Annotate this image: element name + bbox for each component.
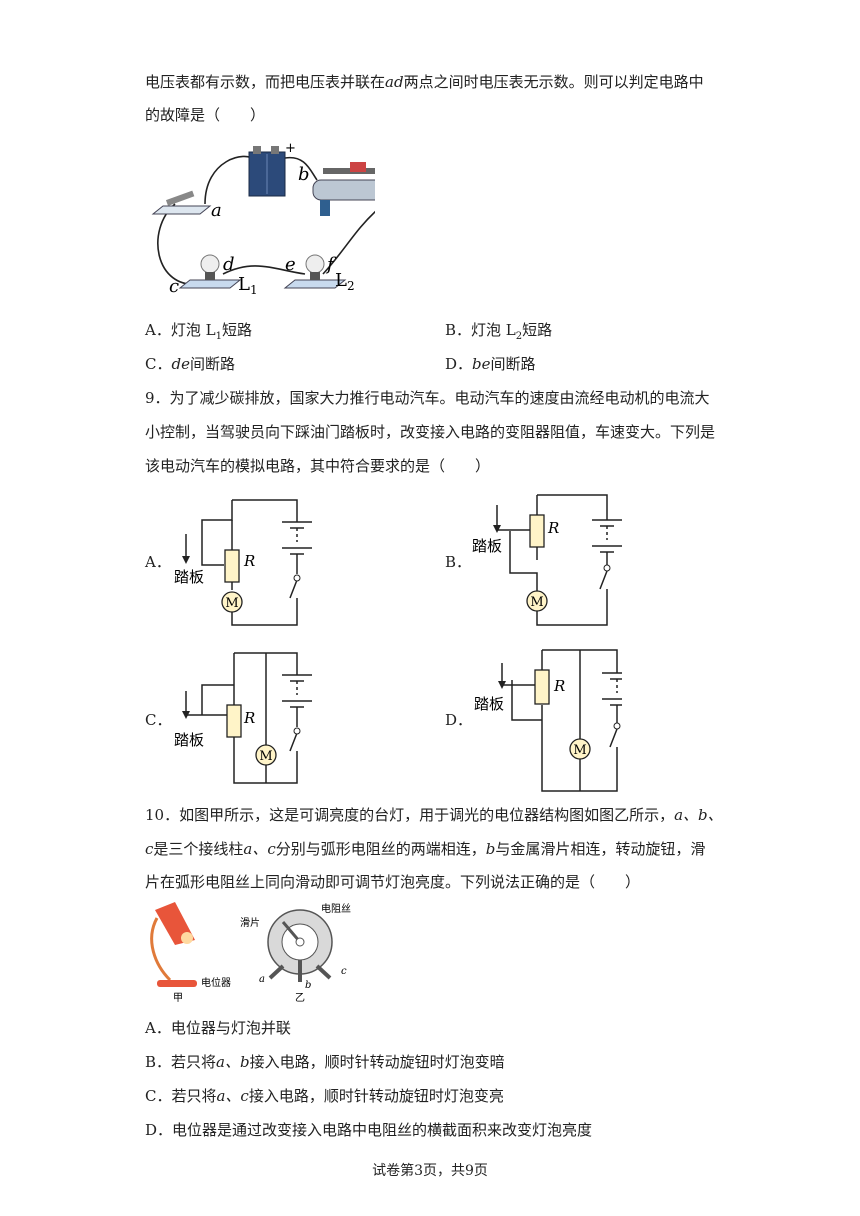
q10-figure: 电位器 甲 滑片 电阻丝 a b c 乙 [150,902,351,1004]
potentiometer-icon [267,909,333,982]
q8-circuit-figure: + b a c d e f L1 L2 [151,141,375,297]
svg-text:M: M [259,749,272,764]
q9-text-line1: 9．为了减少碳排放，国家大力推行电动汽车。电动汽车的速度由流经电动机的电流大 [145,389,710,407]
q10-option-c[interactable]: C．若只将a、c接入电路，顺时针转动旋钮时灯泡变亮 [145,1087,504,1105]
q9-option-b-circuit[interactable]: M R 踏板 [472,485,622,630]
q9-option-c-letter[interactable]: C． [145,711,172,729]
svg-text:R: R [547,519,559,537]
page-footer: 试卷第3页，共9页 [372,1163,488,1179]
svg-text:M: M [225,596,238,611]
q8-option-d[interactable]: D．be间断路 [445,355,536,373]
q10-option-d[interactable]: D．电位器是通过改变接入电路中电阻丝的横截面积来改变灯泡亮度 [145,1121,593,1139]
svg-text:d: d [223,254,235,275]
svg-text:+: + [285,141,296,156]
svg-text:电位器: 电位器 [201,976,231,989]
bulb-l1-icon [178,254,242,289]
q8-option-c[interactable]: C．de间断路 [145,355,235,373]
q10-text-line1: 10．如图甲所示，这是可调亮度的台灯，用于调光的电位器结构图如图乙所示，a、b、 [145,806,723,824]
switch-icon [151,190,212,215]
svg-text:滑片: 滑片 [240,916,260,929]
battery-icon [248,146,286,197]
q9-text-line2: 小控制，当驾驶员向下踩油门踏板时，改变接入电路的变阻器阻值，车速变大。下列是 [145,423,716,441]
svg-text:踏板: 踏板 [174,731,204,749]
svg-text:M: M [573,743,586,758]
q8-text-line2: 的故障是（ ） [145,106,266,124]
q9-option-c-circuit[interactable]: M R 踏板 [172,645,322,790]
svg-text:R: R [243,709,255,727]
q9-option-a-circuit[interactable]: M R 踏板 [172,490,322,630]
q9-option-b-letter[interactable]: B． [445,553,472,571]
svg-text:b: b [305,980,311,991]
svg-text:b: b [298,164,310,185]
q9-option-d-circuit[interactable]: M R 踏板 [472,645,622,795]
bulb-l2-icon [283,254,347,289]
svg-text:L1: L1 [238,274,258,297]
rheostat-icon [312,162,375,216]
svg-text:M: M [530,595,543,610]
q8-text-line1: 电压表都有示数，而把电压表并联在ad两点之间时电压表无示数。则可以判定电路中 [145,73,704,91]
q9-text-line3: 该电动汽车的模拟电路，其中符合要求的是（ ） [145,457,491,475]
svg-text:踏板: 踏板 [472,537,502,555]
svg-text:L2: L2 [335,270,355,293]
q8-option-a[interactable]: A．灯泡 L1短路 [145,321,252,342]
svg-text:c: c [169,276,179,297]
svg-text:踏板: 踏板 [474,695,504,713]
svg-text:电阻丝: 电阻丝 [321,902,351,915]
svg-text:甲: 甲 [173,993,183,1004]
svg-text:a: a [211,200,222,221]
q9-option-a-letter[interactable]: A． [145,553,171,571]
q8-option-b[interactable]: B．灯泡 L2短路 [445,321,553,342]
q10-text-line3: 片在弧形电阻丝上同向滑动即可调节灯泡亮度。下列说法正确的是（ ） [145,873,641,891]
svg-text:c: c [341,966,347,977]
svg-text:乙: 乙 [295,992,305,1004]
q9-option-d-letter[interactable]: D． [445,711,473,729]
q10-option-b[interactable]: B．若只将a、b接入电路，顺时针转动旋钮时灯泡变暗 [145,1053,505,1071]
svg-text:R: R [553,677,565,695]
svg-text:踏板: 踏板 [174,568,204,586]
q10-text-line2: c是三个接线柱a、c分别与弧形电阻丝的两端相连，b与金属滑片相连，转动旋钮，滑 [145,840,706,858]
q10-option-a[interactable]: A．电位器与灯泡并联 [145,1019,291,1037]
svg-text:R: R [243,552,255,570]
svg-text:e: e [285,254,296,275]
desk-lamp-icon [150,902,197,987]
svg-text:a: a [259,974,265,985]
